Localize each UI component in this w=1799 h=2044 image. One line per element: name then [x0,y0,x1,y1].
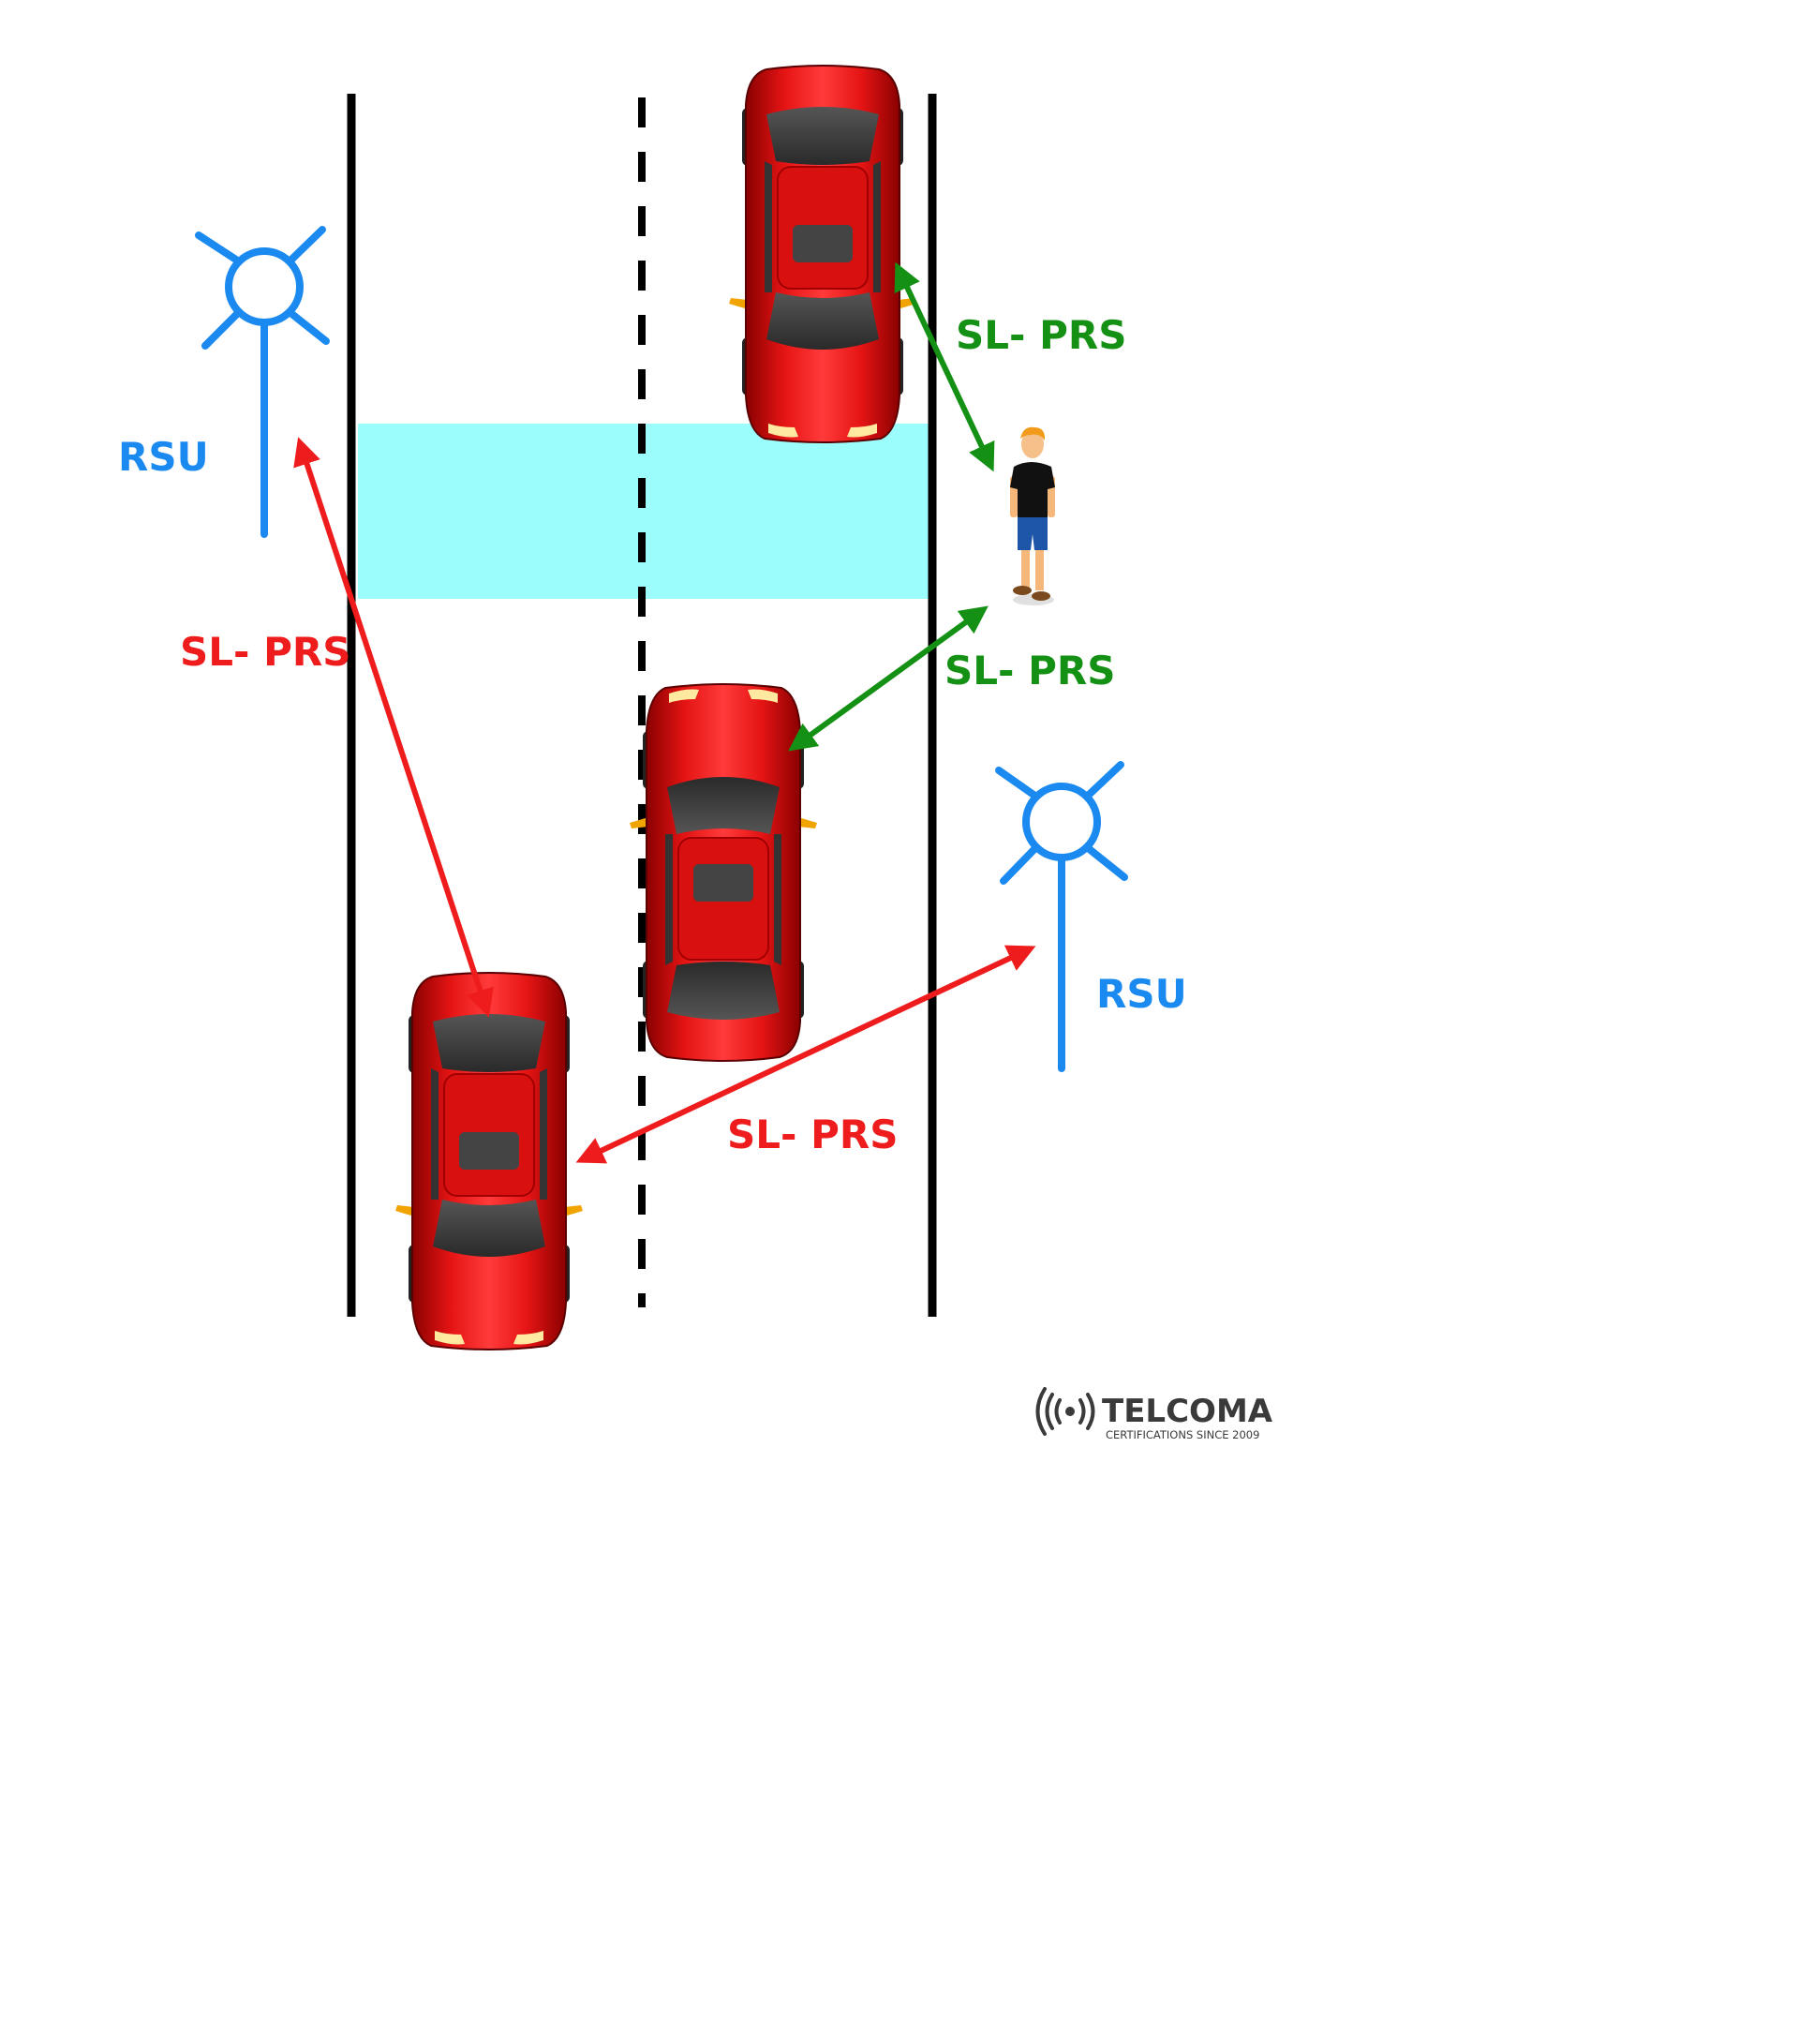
sl-prs-label-green-bottom: SL- PRS [944,648,1115,694]
rsu-right-label: RSU [1096,971,1187,1017]
signal-wave-icon [1035,1387,1095,1436]
car-icon [728,65,917,443]
logo-name: TELCOMA [1102,1393,1273,1430]
pedestrian-icon [1010,426,1055,605]
sl-prs-label-red-bottom: SL- PRS [727,1112,898,1157]
rsu-antenna-icon [195,226,330,538]
sl-prs-label-green-top: SL- PRS [956,312,1126,358]
sl-prs-label-red-left: SL- PRS [180,629,350,675]
sl-prs-link-rsu-car-left [293,437,494,1018]
sl-prs-link-rsu-car-bottom [575,945,1036,1164]
sl-prs-link-car-pedestrian-top [894,261,995,472]
car-icon [394,972,584,1350]
car-icon [629,683,818,1062]
telcoma-logo: TELCOMA CERTIFICATIONS SINCE 2009 [1035,1387,1273,1441]
logo-tagline: CERTIFICATIONS SINCE 2009 [1106,1428,1259,1441]
sl-prs-link-car-pedestrian-bottom [788,605,989,752]
rsu-left-label: RSU [118,434,209,480]
rsu-antenna-icon [995,761,1128,1072]
